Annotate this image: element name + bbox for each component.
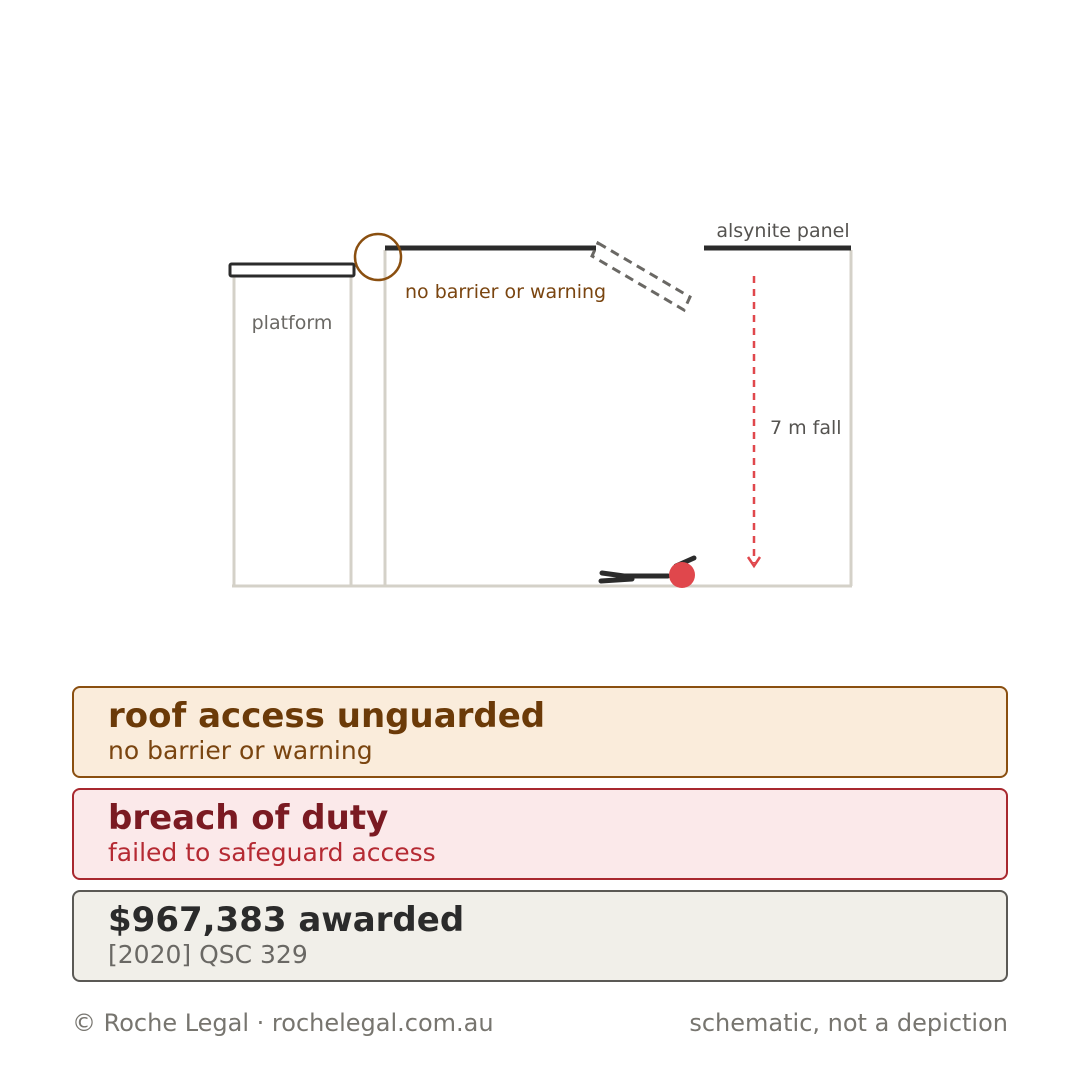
card-subtitle: [2020] QSC 329	[108, 940, 308, 969]
footer-copyright: © Roche Legal · rochelegal.com.au	[72, 1009, 494, 1037]
broken-panel	[590, 240, 692, 313]
platform-label: platform	[252, 312, 333, 334]
finding-card-breach: breach of duty failed to safeguard acces…	[72, 788, 1008, 880]
incident-schematic: platform alsynite panel no barrier or wa…	[228, 220, 853, 588]
finding-card-award: $967,383 awarded [2020] QSC 329	[72, 890, 1008, 982]
figure-leg-lower	[598, 576, 635, 584]
panel-label: alsynite panel	[716, 220, 849, 242]
fallen-figure	[598, 555, 697, 588]
fall-arrow-head	[746, 556, 762, 569]
figure-head	[669, 562, 695, 588]
card-title: $967,383 awarded	[108, 900, 465, 940]
fall-label: 7 m fall	[770, 417, 842, 439]
platform-deck	[228, 262, 356, 278]
finding-card-warning: roof access unguarded no barrier or warn…	[72, 686, 1008, 778]
card-subtitle: failed to safeguard access	[108, 838, 436, 867]
footer-disclaimer: schematic, not a depiction	[689, 1009, 1008, 1037]
figure-leg-upper	[599, 570, 627, 579]
card-title: breach of duty	[108, 798, 389, 838]
hazard-marker	[353, 232, 403, 282]
hazard-label: no barrier or warning	[405, 281, 606, 303]
card-title: roof access unguarded	[108, 696, 546, 736]
card-subtitle: no barrier or warning	[108, 736, 373, 765]
